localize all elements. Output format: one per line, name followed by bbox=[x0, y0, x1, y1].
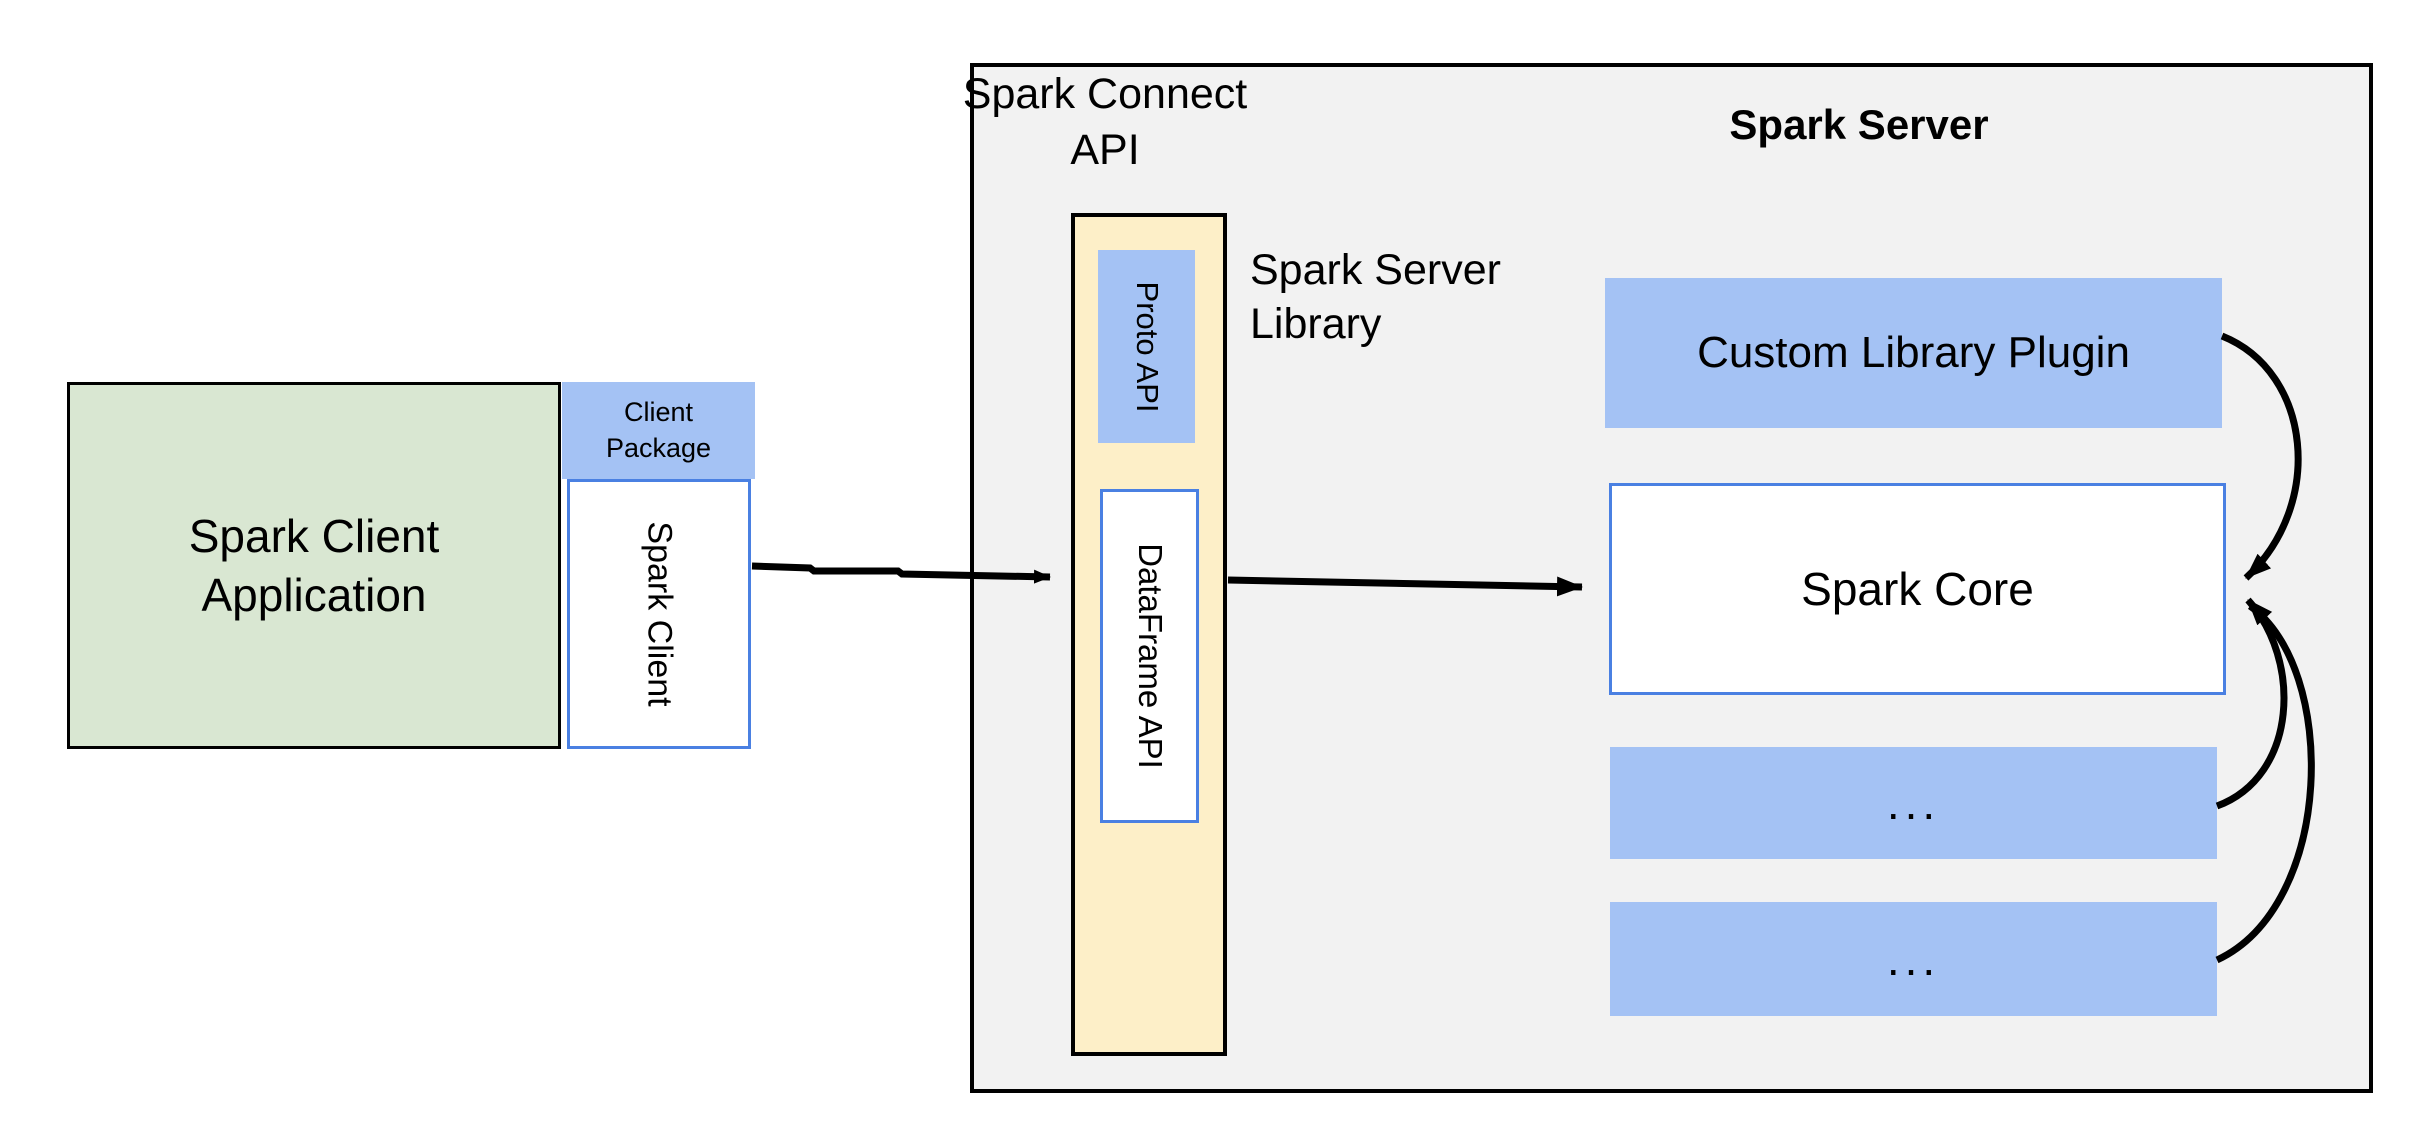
spark-server-title: Spark Server bbox=[1729, 101, 1989, 148]
dataframe-api-box: DataFrame API bbox=[1100, 489, 1199, 823]
ellipsis-box-2: ... bbox=[1610, 902, 2217, 1016]
spark-core-box: Spark Core bbox=[1609, 483, 2226, 695]
spark-client-application-label: Spark Client Application bbox=[188, 510, 440, 621]
spark-client-application-box: Spark Client Application bbox=[67, 382, 561, 749]
client-package-label: Client Package bbox=[605, 397, 712, 463]
custom-library-plugin-box: Custom Library Plugin bbox=[1605, 278, 2222, 428]
proto-api-label: Proto API bbox=[1129, 281, 1165, 412]
spark-client-label: Spark Client bbox=[640, 521, 679, 707]
spark-server-library-label: Spark Server Library bbox=[1250, 246, 1501, 348]
spark-core-label: Spark Core bbox=[1801, 563, 2034, 615]
spark-client-box: Spark Client bbox=[567, 479, 751, 749]
ellipsis-box-1-label: ... bbox=[1886, 777, 1941, 829]
client-package-box: Client Package bbox=[562, 382, 755, 479]
proto-api-box: Proto API bbox=[1098, 250, 1195, 443]
ellipsis-box-2-label: ... bbox=[1886, 933, 1941, 985]
ellipsis-box-1: ... bbox=[1610, 747, 2217, 859]
custom-library-plugin-label: Custom Library Plugin bbox=[1697, 328, 2130, 377]
dataframe-api-label: DataFrame API bbox=[1131, 543, 1169, 769]
spark-connect-api-label: Spark Connect API bbox=[962, 70, 1248, 174]
